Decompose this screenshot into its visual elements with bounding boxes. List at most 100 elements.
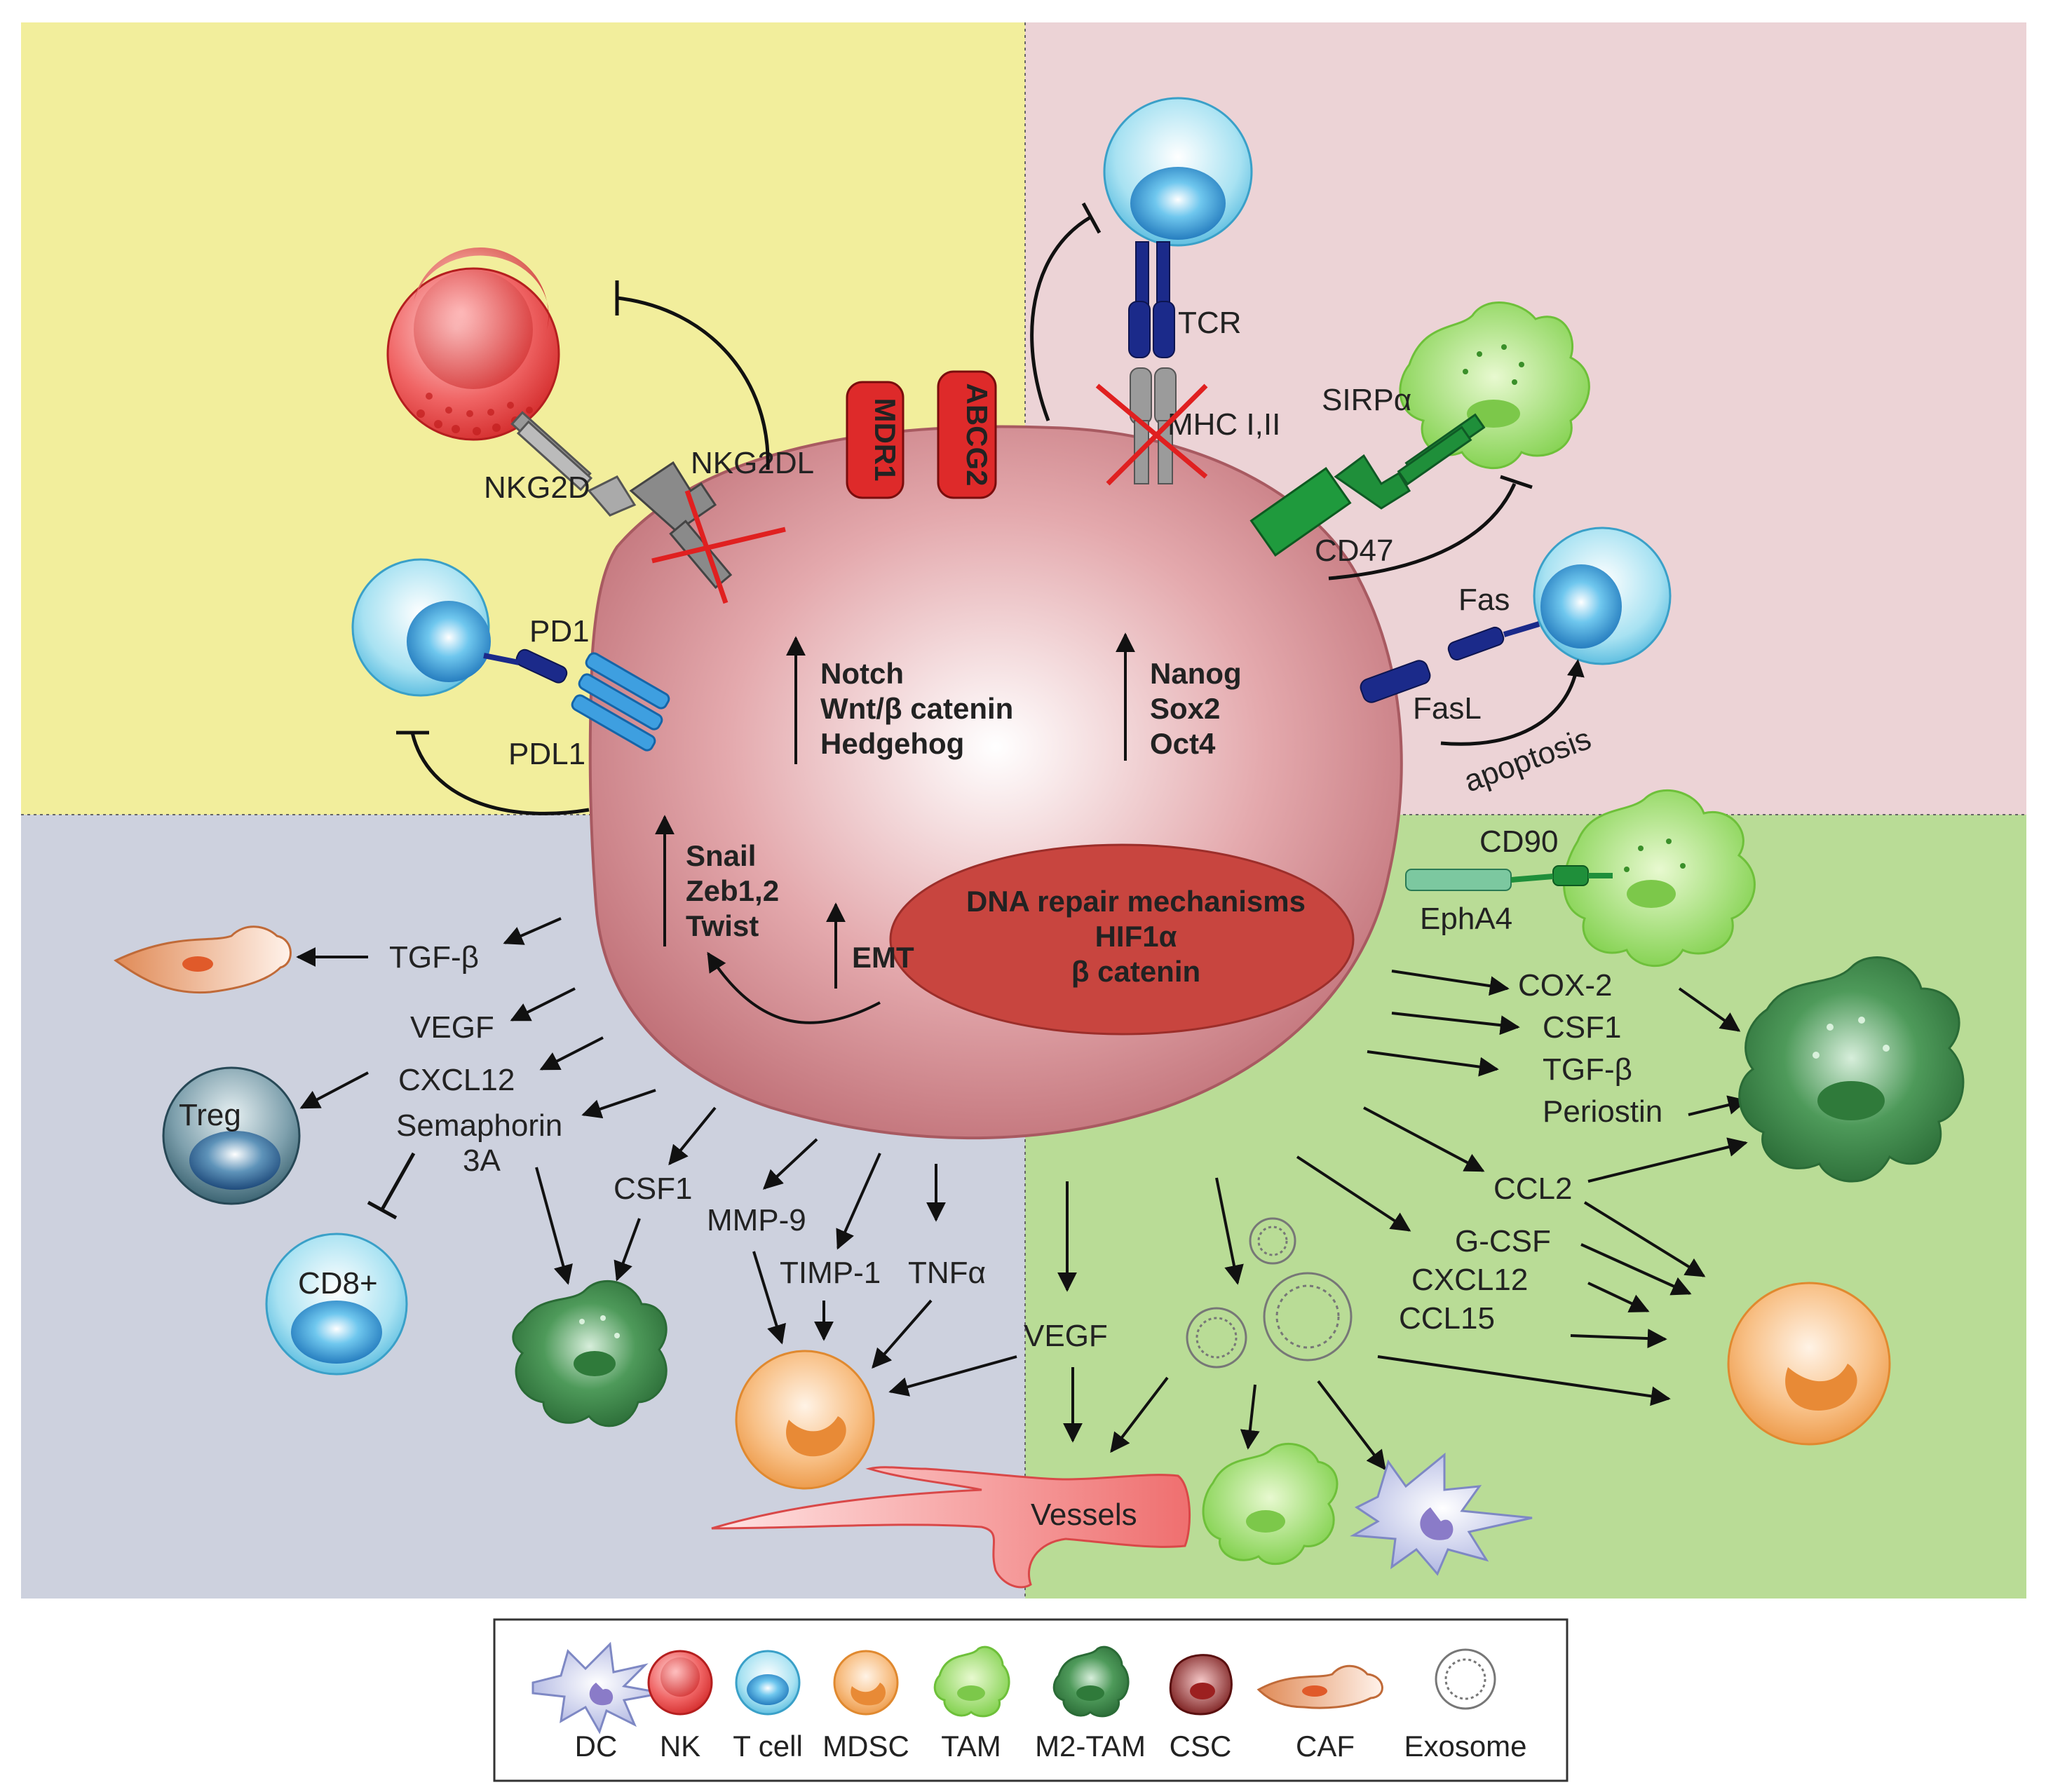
semaphorin-to-cd8-inhib (380, 1152, 416, 1211)
cd47-inhibition-arc (1328, 482, 1517, 581)
treg-label: Treg (179, 1098, 241, 1132)
semaphorin-sub-label: 3A (463, 1143, 501, 1178)
pdl1-label: PDL1 (508, 737, 585, 771)
epha4-ligand (1405, 869, 1512, 891)
mdsc-cell-left (735, 1350, 875, 1490)
legend-label-exosome: Exosome (1404, 1730, 1526, 1763)
m2-tam-right (1738, 956, 1965, 1183)
epha4-label: EphA4 (1420, 902, 1512, 936)
fasl-label: FasL (1413, 691, 1482, 726)
semaphorin-to-cd8-bar (367, 1200, 398, 1220)
cxcl12-to-mdsc-arrow (1587, 1282, 1650, 1312)
tcr-label: TCR (1178, 306, 1241, 340)
ccl2-label: CCL2 (1493, 1172, 1573, 1206)
legend-dc-icon (531, 1641, 663, 1735)
legend-label-mdsc: MDSC (822, 1730, 909, 1763)
pathway-nanog: Nanog (1150, 657, 1242, 690)
semaphorin-to-m2tam-arrow (535, 1167, 573, 1285)
caf-cell (114, 925, 292, 994)
periostin-to-m2tam-arrow (1688, 1095, 1748, 1116)
csc-to-mdsc-right-arrow (1377, 1355, 1671, 1406)
m2-tam-left (512, 1279, 668, 1427)
csc-to-csf1-right-arrow (1391, 1012, 1520, 1036)
tam-bottom (1202, 1442, 1339, 1566)
mdr1-label: MDR1 (869, 398, 902, 481)
vegf-right-label: VEGF (1024, 1319, 1108, 1353)
pathway-notch: Notch (820, 657, 904, 690)
abcg2-label: ABCG2 (961, 383, 994, 486)
mdsc-cell-right (1727, 1282, 1891, 1446)
csc-to-tgfb-arrow (503, 917, 562, 945)
csc-to-cox2-arrow (1391, 970, 1510, 996)
exosome-medium (1186, 1307, 1247, 1369)
emt-twist: Twist (686, 909, 759, 942)
legend-nk-icon (647, 1650, 713, 1716)
nk-inhibition-arc (616, 296, 770, 470)
legend-label-caf: CAF (1296, 1730, 1355, 1763)
legend-csc-icon (1169, 1654, 1233, 1716)
nkg2dl-label: NKG2DL (691, 446, 814, 480)
legend-label-dc: DC (575, 1730, 618, 1763)
csf1-left-label: CSF1 (614, 1172, 692, 1206)
emt-label: EMT (852, 941, 914, 974)
fasl-ligand (1360, 660, 1431, 703)
exosome-to-vessels-arrow (1110, 1376, 1169, 1453)
csc-to-gcsf-arrow (1296, 1155, 1411, 1232)
epha4-link (1510, 874, 1554, 883)
cd90-label: CD90 (1479, 824, 1559, 859)
tgfb-left-label: TGF-β (389, 940, 479, 975)
tcr-inhibition-bar (1081, 202, 1102, 234)
pathway-sox2: Sox2 (1150, 692, 1220, 725)
tgfb-right-label: TGF-β (1543, 1052, 1632, 1087)
pdl1-ligand (571, 652, 670, 752)
gcsf-label: G-CSF (1455, 1224, 1551, 1258)
ccl15-label: CCL15 (1399, 1301, 1495, 1336)
periostin-label: Periostin (1543, 1094, 1662, 1129)
csc-to-cxcl12-arrow (539, 1036, 604, 1071)
cxcl12-to-treg-arrow (299, 1071, 369, 1109)
nkg2d-label: NKG2D (484, 470, 590, 505)
pd1-receptor (515, 649, 568, 684)
vessels-shape (711, 1466, 1191, 1589)
cxcl12-right-label: CXCL12 (1411, 1263, 1528, 1297)
fas-label: Fas (1458, 583, 1510, 617)
vegf-to-mdsc-arrow (888, 1355, 1017, 1397)
legend-mdsc-icon (833, 1650, 899, 1716)
fas-receptor (1447, 621, 1540, 661)
gcsf-to-mdsc-arrow (1580, 1243, 1692, 1296)
emt-curved-arrow (707, 951, 881, 1024)
nucleus-line-2: HIF1α (1095, 920, 1177, 953)
apoptosis-arrow (1440, 659, 1585, 746)
mhc-molecule (1130, 367, 1177, 484)
ccl2-to-m2tam-arrow (1587, 1137, 1748, 1183)
tam-sirpa (1399, 301, 1590, 470)
t-cell-pd1 (351, 558, 491, 697)
cxcl12-left-label: CXCL12 (398, 1063, 515, 1097)
sirpa-receptor (1334, 413, 1486, 510)
abcg2-transporter: ABCG2 (937, 370, 997, 499)
csc-to-semaphorin-arrow (581, 1089, 656, 1119)
ccl15-to-mdsc-arrow (1570, 1329, 1667, 1349)
timp1-label: TIMP-1 (780, 1256, 881, 1290)
emt-zeb: Zeb1,2 (686, 874, 779, 907)
t-cell-fas (1533, 527, 1672, 665)
csc-to-vegf-arrow (510, 987, 576, 1021)
legend-caf-icon (1256, 1664, 1383, 1709)
legend-label-m2-tam: M2-TAM (1035, 1730, 1146, 1763)
treg-cell (162, 1066, 301, 1205)
pathway-hedgehog: Hedgehog (820, 727, 964, 760)
mmp9-to-mdsc-arrow (752, 1251, 786, 1345)
nkg2dl-block-cross (651, 489, 786, 604)
csc-to-tgfb-right-arrow (1367, 1050, 1499, 1077)
legend-label-t-cell: T cell (733, 1730, 803, 1763)
nk-cell (386, 247, 560, 441)
pathway-wnt: Wnt/β catenin (820, 692, 1013, 725)
csf1-right-label: CSF1 (1543, 1010, 1621, 1045)
ccl2-to-mdsc-arrow (1583, 1201, 1706, 1277)
pathway-oct4: Oct4 (1150, 727, 1216, 760)
exosome-small (1249, 1217, 1296, 1265)
emt-snail: Snail (686, 839, 756, 872)
legend-t-cell-icon (735, 1650, 801, 1716)
